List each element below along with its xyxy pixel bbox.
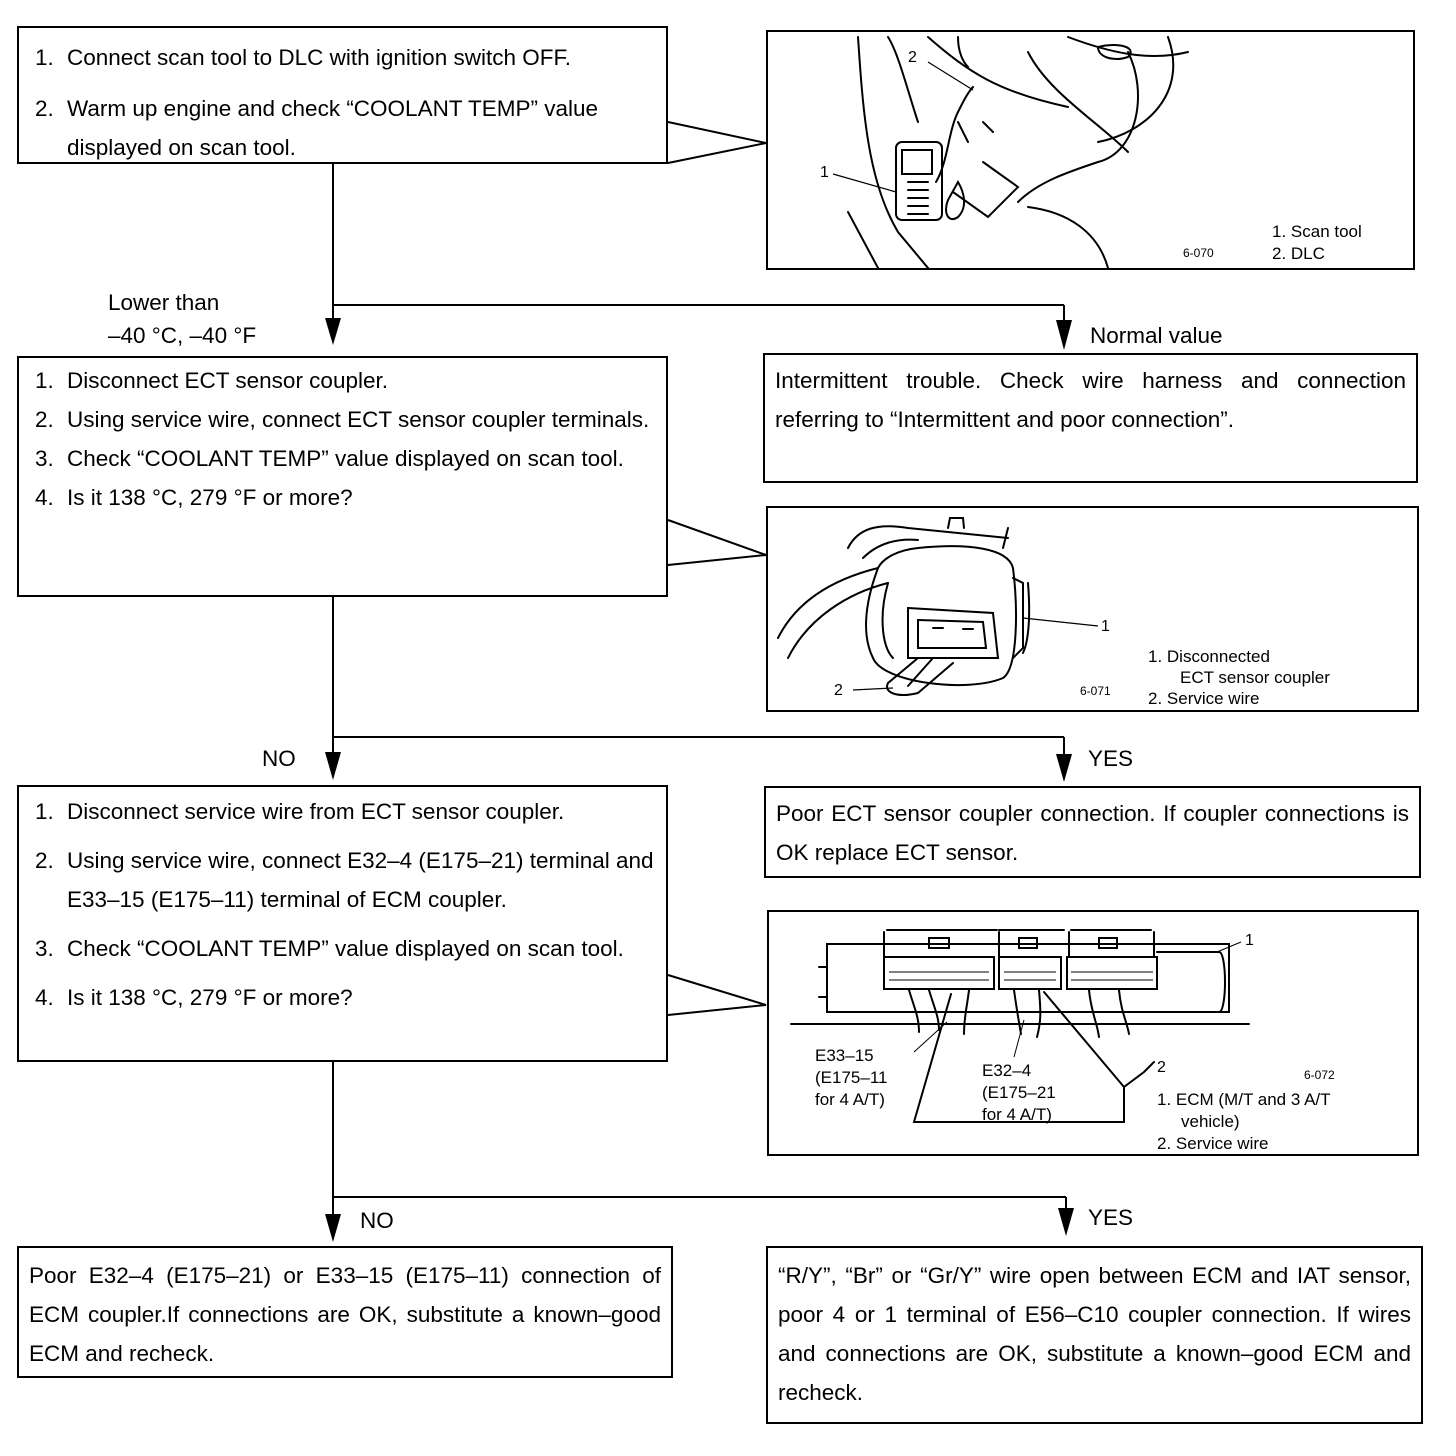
arrow-down [325, 752, 341, 780]
step3-list: 1.Disconnect service wire from ECT senso… [27, 792, 658, 1017]
step2-box: 1.Disconnect ECT sensor coupler. 2.Using… [17, 356, 668, 597]
branch-label-lower-range: –40 °C, –40 °F [108, 323, 257, 348]
figure-id: 6-070 [1183, 246, 1214, 260]
step3-item: 4.Is it 138 °C, 279 °F or more? [35, 985, 353, 1010]
legend-line: 1. Scan tool [1272, 222, 1362, 241]
arrow-down [325, 1214, 341, 1242]
legend-line: 1. Disconnected [1148, 647, 1270, 666]
pin-label-e32: (E175–21 [982, 1083, 1056, 1102]
result-yes3-text: “R/Y”, “Br” or “Gr/Y” wire open between … [778, 1263, 1411, 1405]
step3-box: 1.Disconnect service wire from ECT senso… [17, 785, 668, 1062]
callout-1: 1 [820, 164, 829, 181]
arrow-down [1056, 320, 1072, 350]
branch-label-no: NO [360, 1208, 394, 1233]
callout-2: 2 [908, 49, 917, 66]
ect-coupler-illustration: 1 2 [777, 517, 1110, 699]
result-no3-text: Poor E32–4 (E175–21) or E33–15 (E175–11)… [29, 1263, 661, 1366]
step3-item: 1.Disconnect service wire from ECT senso… [35, 799, 565, 824]
figure-id: 6-072 [1304, 1068, 1335, 1082]
legend-line: 2. Service wire [1148, 689, 1260, 708]
branch-label-normal: Normal value [1090, 323, 1223, 348]
step1-box: 1.Connect scan tool to DLC with ignition… [17, 26, 668, 164]
result-normal-text: Intermittent trouble. Check wire harness… [775, 368, 1406, 432]
callout-2: 2 [834, 682, 843, 699]
ecm-coupler-illustration: 1 2 [790, 929, 1254, 1123]
arrow-down [1056, 754, 1072, 782]
branch-label-no: NO [262, 746, 296, 771]
step2-item: 3.Check “COOLANT TEMP” value displayed o… [35, 446, 624, 471]
figure-ect-coupler: 1 2 6-071 1. Disconnected ECT sensor cou… [766, 506, 1419, 712]
scan-tool-illustration: 1 2 [820, 36, 1189, 268]
result-no3-box: Poor E32–4 (E175–21) or E33–15 (E175–11)… [17, 1246, 673, 1378]
step1-item: 2.Warm up engine and check “COOLANT TEMP… [35, 96, 599, 160]
pin-label-e32: for 4 A/T) [982, 1105, 1052, 1124]
step2-item: 4.Is it 138 °C, 279 °F or more? [35, 485, 353, 510]
callout-2: 2 [1157, 1059, 1166, 1076]
figure-id: 6-071 [1080, 684, 1111, 698]
step3-item: 3.Check “COOLANT TEMP” value displayed o… [35, 936, 624, 961]
callout-1: 1 [1245, 932, 1254, 949]
result-yes3-box: “R/Y”, “Br” or “Gr/Y” wire open between … [766, 1246, 1423, 1424]
step1-item: 1.Connect scan tool to DLC with ignition… [35, 45, 571, 70]
arrow-down [1058, 1208, 1074, 1236]
pin-label-e32: E32–4 [982, 1061, 1032, 1080]
branch-label-yes: YES [1088, 1205, 1134, 1230]
step2-item: 1.Disconnect ECT sensor coupler. [35, 368, 388, 393]
step2-list: 1.Disconnect ECT sensor coupler. 2.Using… [27, 361, 658, 517]
branch-label-yes: YES [1088, 746, 1134, 771]
pin-label-e33: for 4 A/T) [815, 1090, 885, 1109]
step1-list: 1.Connect scan tool to DLC with ignition… [27, 38, 658, 167]
pin-label-e33: E33–15 [815, 1046, 874, 1065]
pin-label-e33: (E175–11 [815, 1068, 888, 1087]
legend-line: 2. Service wire [1157, 1134, 1269, 1153]
result-normal-box: Intermittent trouble. Check wire harness… [763, 353, 1418, 483]
arrow-down [325, 318, 341, 345]
step3-item: 2.Using service wire, connect E32–4 (E17… [35, 848, 654, 912]
legend-line: 2. DLC [1272, 244, 1325, 263]
legend-line: 1. ECM (M/T and 3 A/T [1157, 1090, 1331, 1109]
result-yes2-text: Poor ECT sensor coupler connection. If c… [776, 801, 1409, 865]
figure-scan-tool-dlc: 1 2 6-070 1. Scan tool 2. DLC [766, 30, 1415, 270]
result-yes2-box: Poor ECT sensor coupler connection. If c… [764, 786, 1421, 878]
legend-line: ECT sensor coupler [1180, 668, 1330, 687]
figure-ecm-coupler: 1 2 E33–15 (E175–11 for 4 A/T) E32–4 (E1… [767, 910, 1419, 1156]
step2-item: 2.Using service wire, connect ECT sensor… [35, 407, 650, 432]
callout-1: 1 [1101, 618, 1110, 635]
legend-line: vehicle) [1181, 1112, 1240, 1131]
branch-label-lower: Lower than [108, 290, 220, 315]
